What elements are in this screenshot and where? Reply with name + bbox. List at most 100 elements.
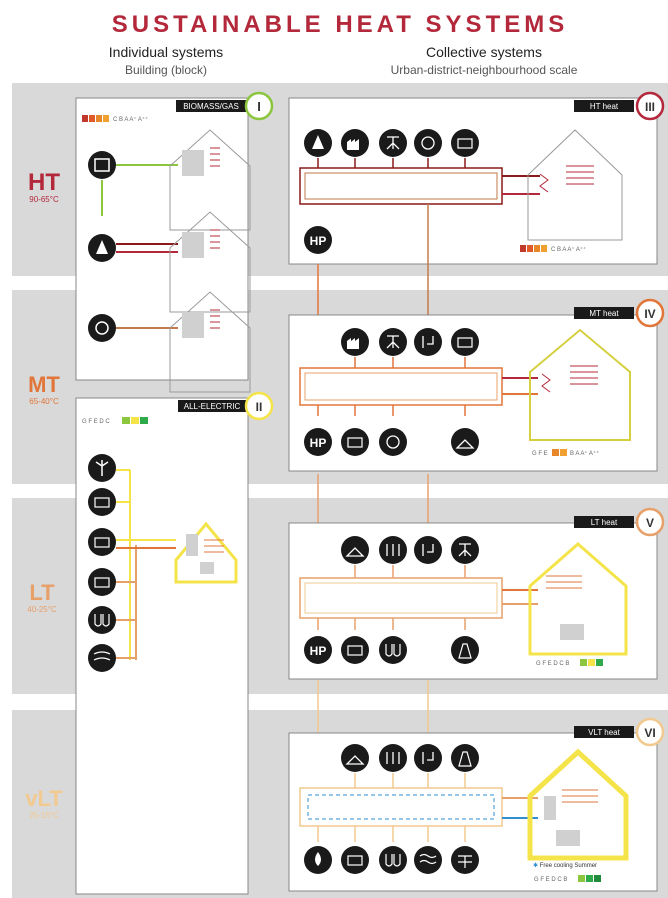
house-ae-floor-heating: [204, 539, 224, 553]
level-lt-range: 40-25°C: [27, 605, 57, 614]
panel-4-tag-bg: [574, 307, 634, 319]
lt-return-loop: [304, 582, 498, 614]
svg-text:G F E D C B: G F E D C B: [534, 877, 567, 883]
radiator-1: [210, 147, 220, 167]
lt-floor-heating: [546, 575, 582, 589]
house-ae-heatpump: [186, 534, 198, 556]
collective-systems-subtitle: Urban-district-neighbourhood scale: [391, 63, 578, 77]
lt-supply-arrows: [317, 565, 466, 630]
wood-stove-icon: [88, 314, 116, 342]
panel-3-energy-label: C B A A⁺ A⁺⁺: [520, 245, 586, 253]
mt-pvt-icon: [341, 428, 369, 456]
ht-heat-exchanger: [539, 173, 549, 193]
mt-heat-pump-label: HP: [310, 436, 327, 450]
level-mt-range: 65-40°C: [29, 397, 59, 406]
snowflake-icon: ✱: [533, 862, 540, 869]
panel-1-tag-bg: [176, 100, 246, 112]
svg-text:G F E: G F E: [532, 451, 548, 457]
svg-text:B A A⁺ A⁺⁺: B A A⁺ A⁺⁺: [570, 450, 599, 457]
mt-return-loop: [304, 372, 498, 401]
house-mt-icon: [529, 328, 631, 441]
panel-3-tag: HT heat: [590, 102, 619, 111]
level-lt-code: LT: [29, 580, 55, 605]
house-ae-tank: [200, 562, 214, 574]
lt-heat-pump-label: HP: [310, 644, 327, 658]
panel-6-number-badge: [635, 717, 665, 747]
panel-1-tag: BIOMASS/GAS: [183, 102, 239, 111]
house-lt-icon: [528, 542, 628, 656]
lt-storage-icon: [341, 536, 369, 564]
panel-4-energy-label: G F E B A A⁺ A⁺⁺: [532, 449, 599, 457]
pv-icon-1: [88, 488, 116, 516]
panel-5-number: V: [646, 516, 654, 530]
ht-solar-collector-icon: [451, 129, 479, 157]
panel-5-number-badge: [635, 507, 665, 537]
panel-2-tag: ALL-ELECTRIC: [184, 402, 241, 411]
vlt-asphalt-collector-icon: [451, 744, 479, 772]
radiator-2: [210, 229, 220, 249]
panel-6-energy-label: G F E D C B: [534, 875, 601, 883]
ht-wood-icon: [414, 129, 442, 157]
level-mt-code: MT: [28, 372, 60, 397]
panel-6-tag: VLT heat: [588, 728, 621, 737]
mt-supply-arrows: [317, 357, 466, 416]
house-vlt-icon: [527, 748, 629, 861]
vlt-ground-source-icon: [379, 846, 407, 874]
vlt-storage-icon: [341, 744, 369, 772]
mt-wood-icon: [379, 428, 407, 456]
panel-5-tag-bg: [574, 516, 634, 528]
radiator-3: [210, 309, 220, 329]
svg-text:G F E D C B: G F E D C B: [536, 661, 569, 667]
lt-booster: [560, 624, 584, 640]
mt-cascade-icon: [414, 328, 442, 356]
ht-heat-pump-icon: [304, 226, 332, 254]
vlt-distribution-network: [299, 787, 503, 827]
lt-ground-source-icon: [379, 636, 407, 664]
house-all-electric-icon: [174, 521, 238, 584]
lt-asphalt-collector-icon: [451, 636, 479, 664]
mt-heat-exchanger: [541, 373, 551, 393]
level-ht-code: HT: [28, 169, 60, 196]
panel-2-tag-bg: [178, 400, 246, 412]
svg-text:C B A A⁺ A⁺⁺: C B A A⁺ A⁺⁺: [551, 246, 586, 253]
lt-distribution-network: [299, 577, 503, 619]
panel-3-number: III: [645, 100, 655, 114]
panel-6-tag-bg: [574, 726, 634, 738]
panel-1-energy-label: C B A A⁺ A⁺⁺: [82, 115, 148, 123]
panel-5-energy-label: G F E D C B: [536, 659, 603, 667]
free-cooling-label: ✱ Free cooling Summer: [533, 862, 597, 869]
lt-heat-pump-icon: [304, 636, 332, 664]
solar-collector-icon: [88, 568, 116, 596]
panel-2-energy-label: G F E D C: [82, 417, 148, 425]
individual-systems-title: Individual systems: [109, 44, 223, 60]
ht-return-loop: [304, 172, 498, 200]
svg-text:C B A A⁺ A⁺⁺: C B A A⁺ A⁺⁺: [113, 116, 148, 123]
mt-solar-collector-icon: [451, 328, 479, 356]
panel-3-tag-bg: [574, 100, 634, 112]
house-ht-icon: [527, 129, 623, 241]
vlt-pvt-icon: [341, 846, 369, 874]
vlt-heat-pump-unit: [544, 796, 556, 820]
collective-systems-title: Collective systems: [426, 44, 542, 60]
lt-cascade-icon: [414, 536, 442, 564]
vlt-booster: [556, 830, 580, 846]
panel-6-number: VI: [644, 726, 655, 740]
svg-text:G F E D C: G F E D C: [82, 419, 110, 425]
ht-supply-arrows: [317, 158, 466, 168]
house-2-unit: [182, 232, 204, 258]
level-ht-range: 90-65°C: [29, 195, 59, 204]
level-vlt-code: vLT: [25, 786, 63, 811]
panel-1-number-badge: [244, 91, 274, 121]
vlt-cascade-icon: [414, 744, 442, 772]
vlt-cooling-loop: [307, 794, 495, 820]
panel-4-tag: MT heat: [589, 309, 619, 318]
individual-systems-subtitle: Building (block): [125, 63, 207, 77]
diagram-title: SUSTAINABLE HEAT SYSTEMS: [112, 11, 568, 38]
ground-source-icon: [88, 606, 116, 634]
vlt-floor-heating: [562, 789, 598, 803]
boiler-icon: [88, 151, 116, 179]
mt-storage-icon: [451, 428, 479, 456]
house-1-boiler: [182, 150, 204, 176]
ht-heat-pump-label: HP: [310, 234, 327, 248]
